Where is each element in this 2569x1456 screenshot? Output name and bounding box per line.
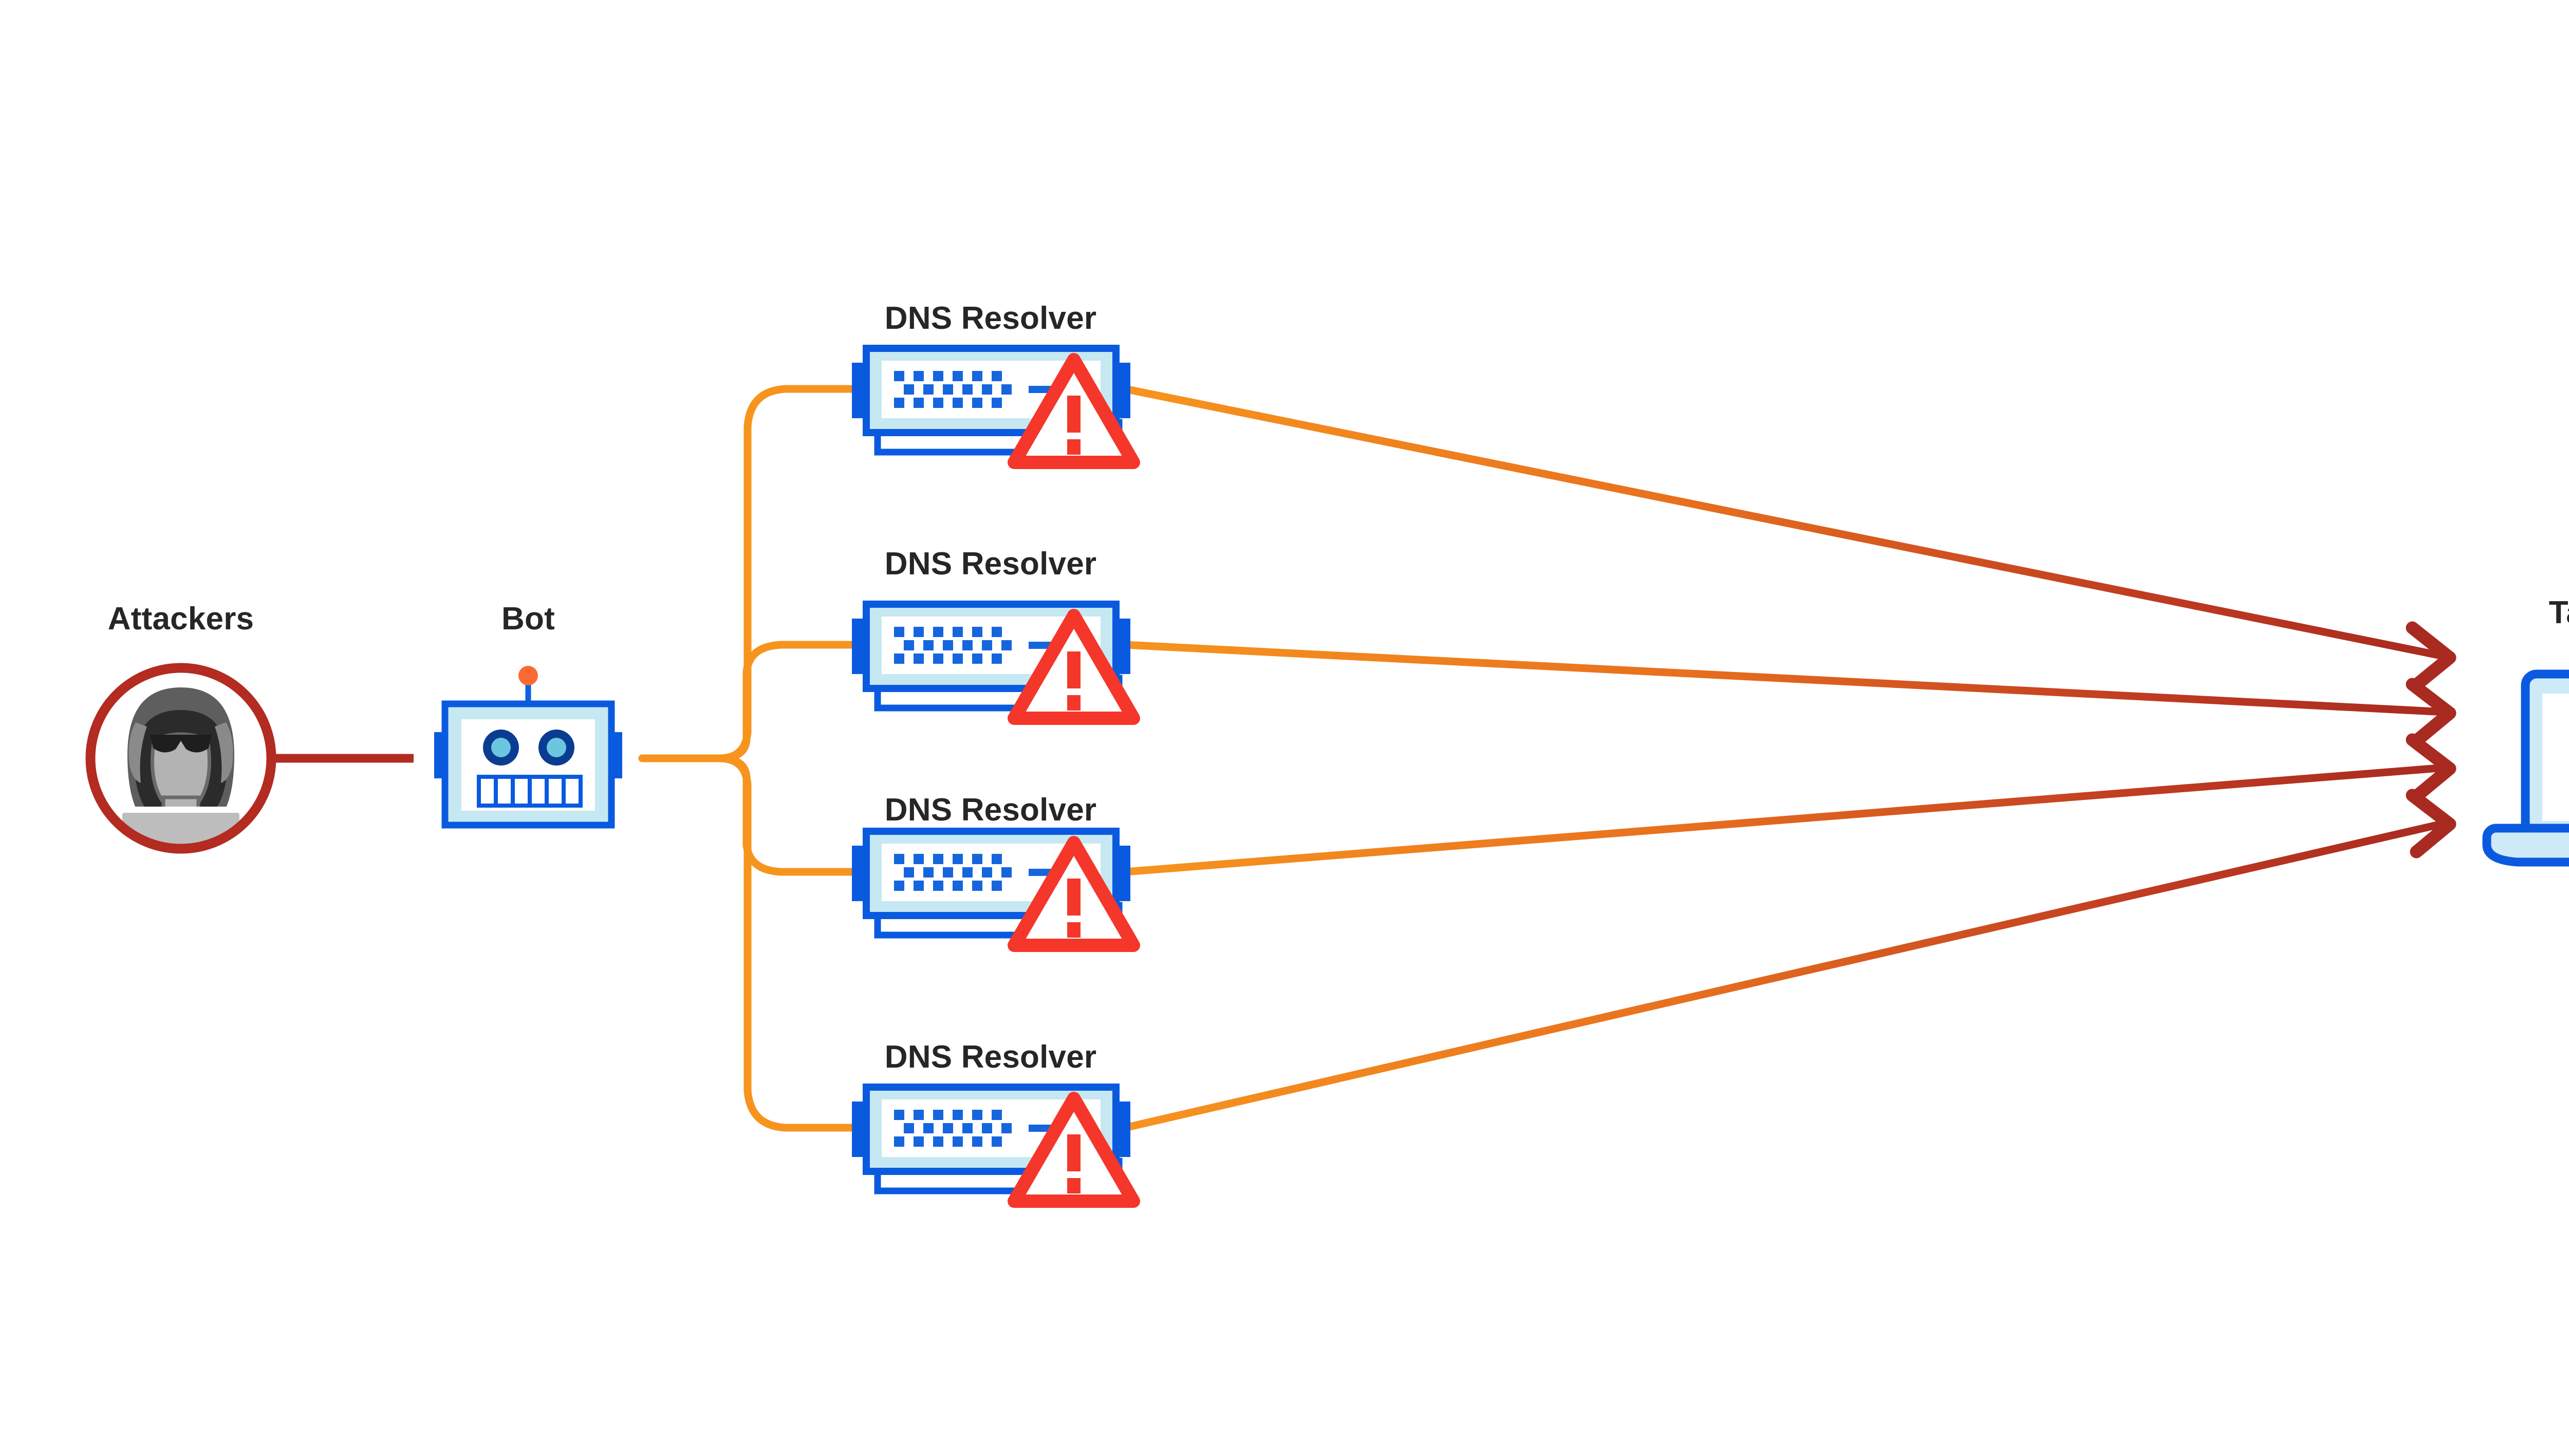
node-resolver-4[interactable]: DNS Resolver xyxy=(852,1039,1133,1201)
dns-server-icon xyxy=(852,1087,1133,1201)
node-victim[interactable]: Targeted Victim xyxy=(2482,595,2569,867)
robot-icon xyxy=(434,666,622,829)
link-group-bot-to-resolvers xyxy=(638,385,860,1132)
node-bot[interactable]: Bot xyxy=(434,601,622,829)
robot-mouth xyxy=(477,775,583,808)
attackers-label: Attackers xyxy=(108,601,254,637)
link-resolver-3-to-victim xyxy=(1121,763,2450,876)
node-resolver-1[interactable]: DNS Resolver xyxy=(852,301,1133,462)
resolver-2-label: DNS Resolver xyxy=(885,546,1096,582)
resolver-4-label: DNS Resolver xyxy=(885,1039,1096,1075)
arrowhead-group xyxy=(2406,621,2456,858)
link-group-resolvers-to-victim xyxy=(1121,385,2450,1132)
robot-antenna-light xyxy=(518,666,538,685)
arrowhead-4 xyxy=(2406,789,2456,858)
arrowhead-2 xyxy=(2406,678,2456,748)
victim-label: Targeted Victim xyxy=(2549,595,2569,630)
arrowhead-3 xyxy=(2406,733,2456,803)
link-resolver-1-to-victim xyxy=(1121,385,2450,661)
dns-server-icon xyxy=(852,604,1133,718)
resolver-3-label: DNS Resolver xyxy=(885,792,1096,828)
dns-server-icon xyxy=(852,348,1133,462)
node-attackers[interactable]: Attackers xyxy=(85,601,276,904)
node-resolver-2[interactable]: DNS Resolver xyxy=(852,546,1133,718)
arrowhead-1 xyxy=(2406,621,2456,692)
link-bot-to-resolver-4 xyxy=(638,754,860,1132)
bot-label: Bot xyxy=(501,601,555,637)
link-bot-to-resolver-2 xyxy=(638,641,860,762)
link-resolver-2-to-victim xyxy=(1121,641,2450,716)
laptop-user-icon xyxy=(2482,669,2569,867)
resolver-1-label: DNS Resolver xyxy=(885,301,1096,336)
node-resolver-3[interactable]: DNS Resolver xyxy=(852,792,1133,945)
dns-server-icon xyxy=(852,831,1133,945)
hacker-avatar-icon xyxy=(85,663,276,854)
link-resolver-4-to-victim xyxy=(1121,819,2450,1132)
